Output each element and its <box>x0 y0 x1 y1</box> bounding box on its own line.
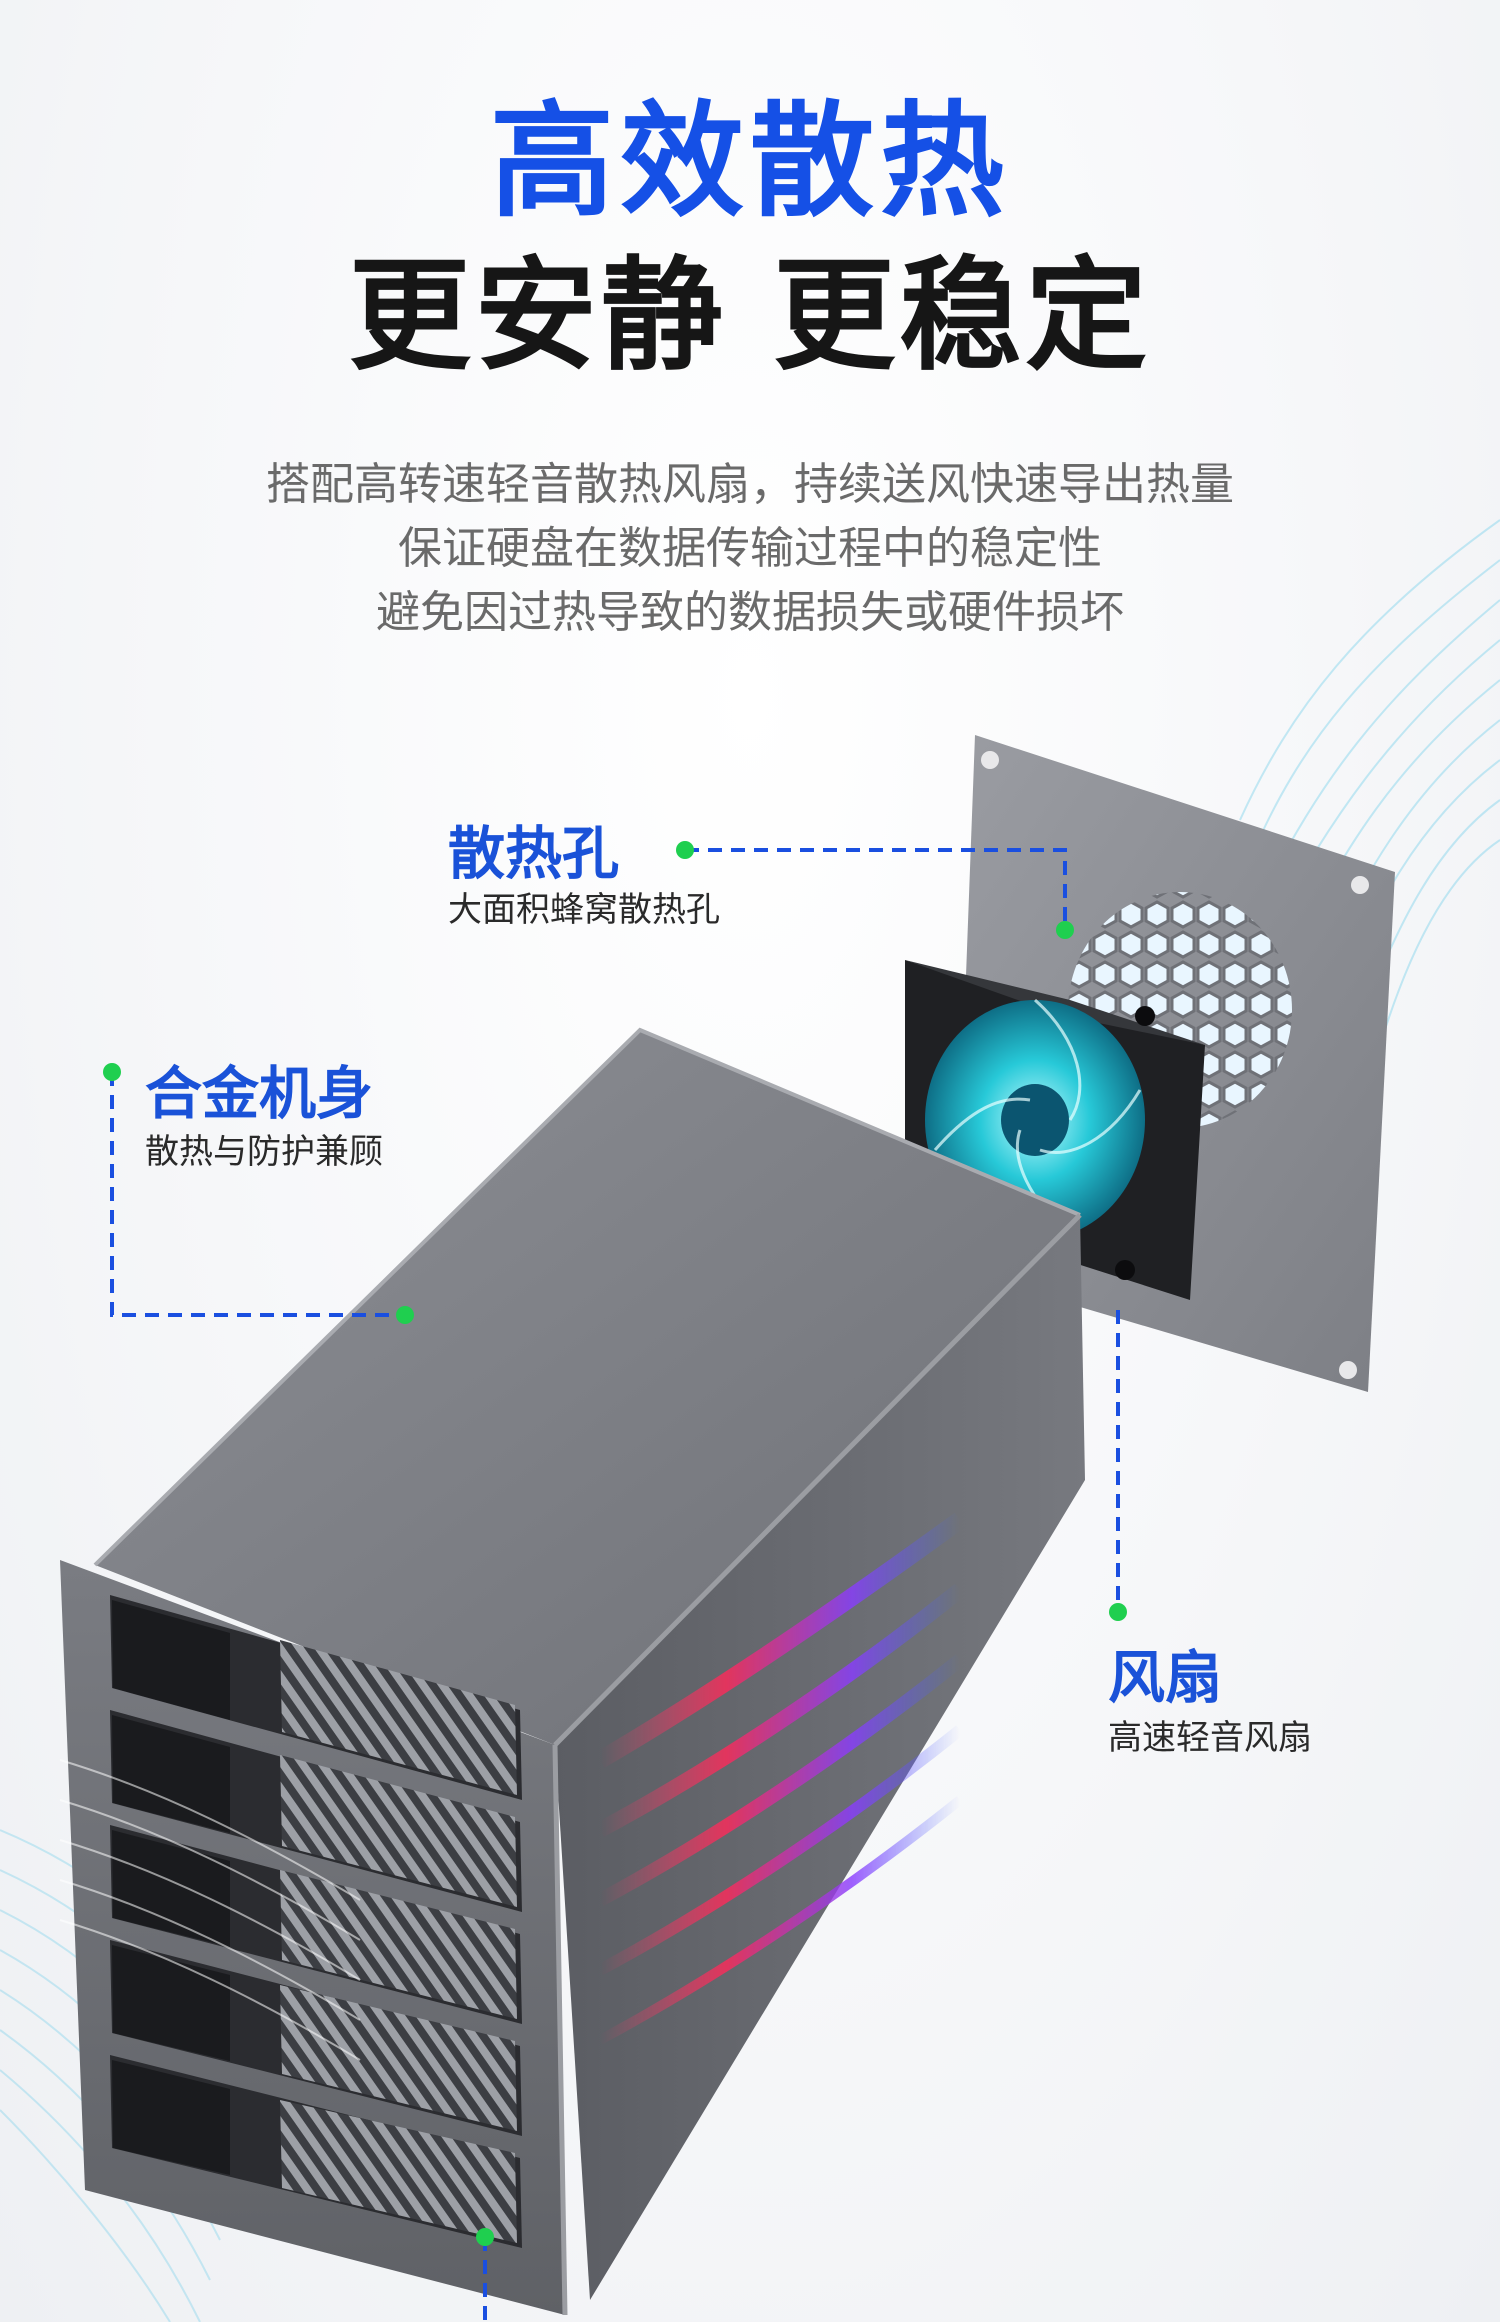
callout-fan-title: 风扇 <box>1108 1645 1222 1711</box>
description-line-3: 避免因过热导致的数据损失或硬件损坏 <box>376 587 1124 638</box>
drive-bay <box>110 2055 522 2248</box>
drive-bay <box>110 1595 522 1800</box>
callout-vent: 散热孔 大面积蜂窝散热孔 <box>448 821 720 930</box>
callout-fan: 风扇 高速轻音风扇 <box>1108 1645 1312 1758</box>
callout-body-title: 合金机身 <box>145 1061 373 1127</box>
callout-leaders <box>110 848 1120 2322</box>
callout-vent-subtitle: 大面积蜂窝散热孔 <box>448 890 720 930</box>
callout-dots <box>103 841 1127 2246</box>
callout-vent-title: 散热孔 <box>448 821 619 887</box>
drive-bays <box>110 1595 522 2248</box>
alloy-enclosure <box>59 1027 1085 2316</box>
callout-fan-subtitle: 高速轻音风扇 <box>1108 1718 1312 1758</box>
drive-bay <box>110 1940 522 2136</box>
drive-bay <box>110 1710 522 1912</box>
description-line-2: 保证硬盘在数据传输过程中的稳定性 <box>398 523 1102 574</box>
description-line-1: 搭配高转速轻音散热风扇，持续送风快速导出热量 <box>266 459 1234 510</box>
drive-bay <box>110 1825 522 2024</box>
callout-body-subtitle: 散热与防护兼顾 <box>145 1132 383 1172</box>
airflow-streaks-right <box>1239 519 1500 1081</box>
internal-airflow <box>595 1512 966 2045</box>
page-subtitle: 更安静 更稳定 <box>348 245 1152 387</box>
callout-body: 合金机身 散热与防护兼顾 <box>145 1061 383 1172</box>
page-title: 高效散热 <box>489 90 1010 234</box>
